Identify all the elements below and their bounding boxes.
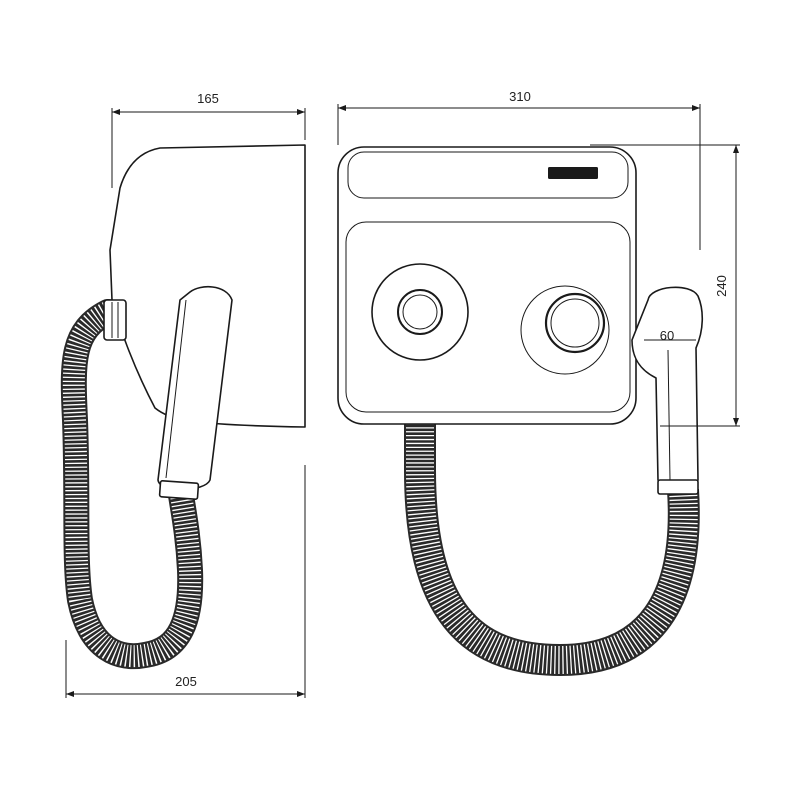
dimension-label-handle-width: 60: [660, 328, 674, 343]
front-view-hose: [404, 318, 700, 677]
front-view-front-panel: [345, 221, 631, 413]
dimension-label-side-total-depth: 205: [175, 674, 197, 689]
side-view-handle-coupling: [158, 480, 200, 500]
knob-surround: [520, 285, 610, 375]
front-view-top-panel: [347, 151, 629, 199]
dimension-side-total-depth: 205: [65, 465, 306, 698]
front-view: 60 310 240: [337, 89, 740, 677]
dimension-label-front-width: 310: [509, 89, 531, 104]
control-knob: [544, 292, 606, 354]
dimension-front-width: 310: [337, 89, 701, 250]
dimension-label-side-depth: 165: [197, 91, 219, 106]
dimension-front-height: 240: [590, 144, 740, 427]
air-outlet: [397, 289, 443, 335]
side-view: 165 205: [60, 91, 306, 698]
front-view-handle: [631, 286, 704, 490]
side-view-hose-connector: [103, 299, 127, 341]
front-view-handle-coupling: [657, 479, 699, 495]
side-view-hose: [60, 299, 204, 670]
brand-badge: [548, 167, 598, 179]
dimension-side-depth: 165: [111, 91, 306, 188]
dimension-label-front-height: 240: [714, 275, 729, 297]
